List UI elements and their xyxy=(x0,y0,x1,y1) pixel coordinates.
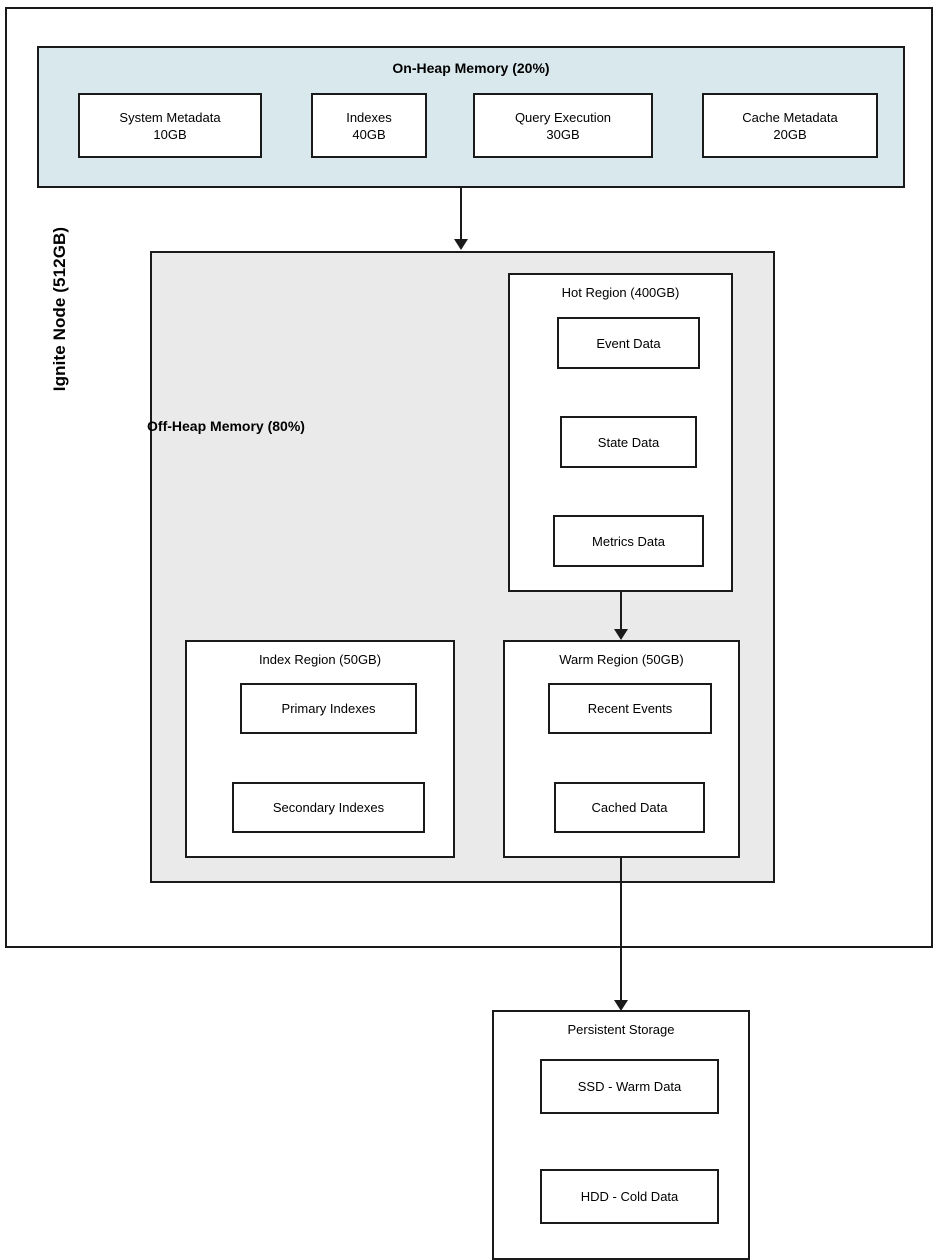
hot-region-title: Hot Region (400GB) xyxy=(561,285,680,300)
on-heap-item-name: Query Execution xyxy=(514,109,612,125)
on-heap-item-query-execution: Query Execution 30GB xyxy=(473,93,653,158)
warm-region-item-recent-events: Recent Events xyxy=(548,683,712,734)
index-region-item-name: Primary Indexes xyxy=(281,701,376,716)
on-heap-item-size: 10GB xyxy=(153,126,187,142)
arrow-warm-to-persistent-head xyxy=(614,1000,628,1011)
index-region-item-secondary-indexes: Secondary Indexes xyxy=(232,782,425,833)
on-heap-item-size: 20GB xyxy=(773,126,807,142)
hot-region-item-name: Metrics Data xyxy=(592,533,665,549)
on-heap-item-size: 40GB xyxy=(352,126,386,142)
index-region-title: Index Region (50GB) xyxy=(258,652,382,667)
on-heap-item-name: Cache Metadata xyxy=(742,109,838,125)
warm-region-item-name: Recent Events xyxy=(587,701,673,716)
hot-region-item-name: State Data xyxy=(597,434,660,450)
arrow-hot-to-warm-line xyxy=(620,592,622,630)
persistent-storage-item-name: SSD - Warm Data xyxy=(577,1079,682,1094)
ignite-node-label: Ignite Node (512GB) xyxy=(50,226,69,392)
persistent-storage-item-hdd-cold-data: HDD - Cold Data xyxy=(540,1169,719,1224)
persistent-storage-item-ssd-warm-data: SSD - Warm Data xyxy=(540,1059,719,1114)
arrow-on-heap-to-off-heap-line xyxy=(460,188,462,240)
arrow-hot-to-warm-head xyxy=(614,629,628,640)
on-heap-item-system-metadata: System Metadata 10GB xyxy=(78,93,262,158)
index-region-item-name: Secondary Indexes xyxy=(272,800,385,815)
on-heap-item-indexes: Indexes 40GB xyxy=(311,93,427,158)
on-heap-item-size: 30GB xyxy=(546,126,580,142)
hot-region-item-metrics-data: Metrics Data xyxy=(553,515,704,567)
warm-region-title: Warm Region (50GB) xyxy=(559,652,684,667)
arrow-on-heap-to-off-heap-head xyxy=(454,239,468,250)
on-heap-memory-title: On-Heap Memory (20%) xyxy=(392,60,550,76)
warm-region-item-cached-data: Cached Data xyxy=(554,782,705,833)
hot-region-item-event-data: Event Data xyxy=(557,317,700,369)
warm-region-item-name: Cached Data xyxy=(591,800,668,815)
off-heap-memory-title: Off-Heap Memory (80%) xyxy=(147,418,305,434)
index-region-item-primary-indexes: Primary Indexes xyxy=(240,683,417,734)
arrow-warm-to-persistent-line xyxy=(620,858,622,1001)
on-heap-item-name: Indexes xyxy=(346,109,392,125)
on-heap-item-cache-metadata: Cache Metadata 20GB xyxy=(702,93,878,158)
on-heap-item-name: System Metadata xyxy=(119,109,221,125)
hot-region-item-name: Event Data xyxy=(596,335,661,351)
persistent-storage-title: Persistent Storage xyxy=(567,1022,675,1037)
persistent-storage-item-name: HDD - Cold Data xyxy=(580,1189,679,1204)
hot-region-item-state-data: State Data xyxy=(560,416,697,468)
